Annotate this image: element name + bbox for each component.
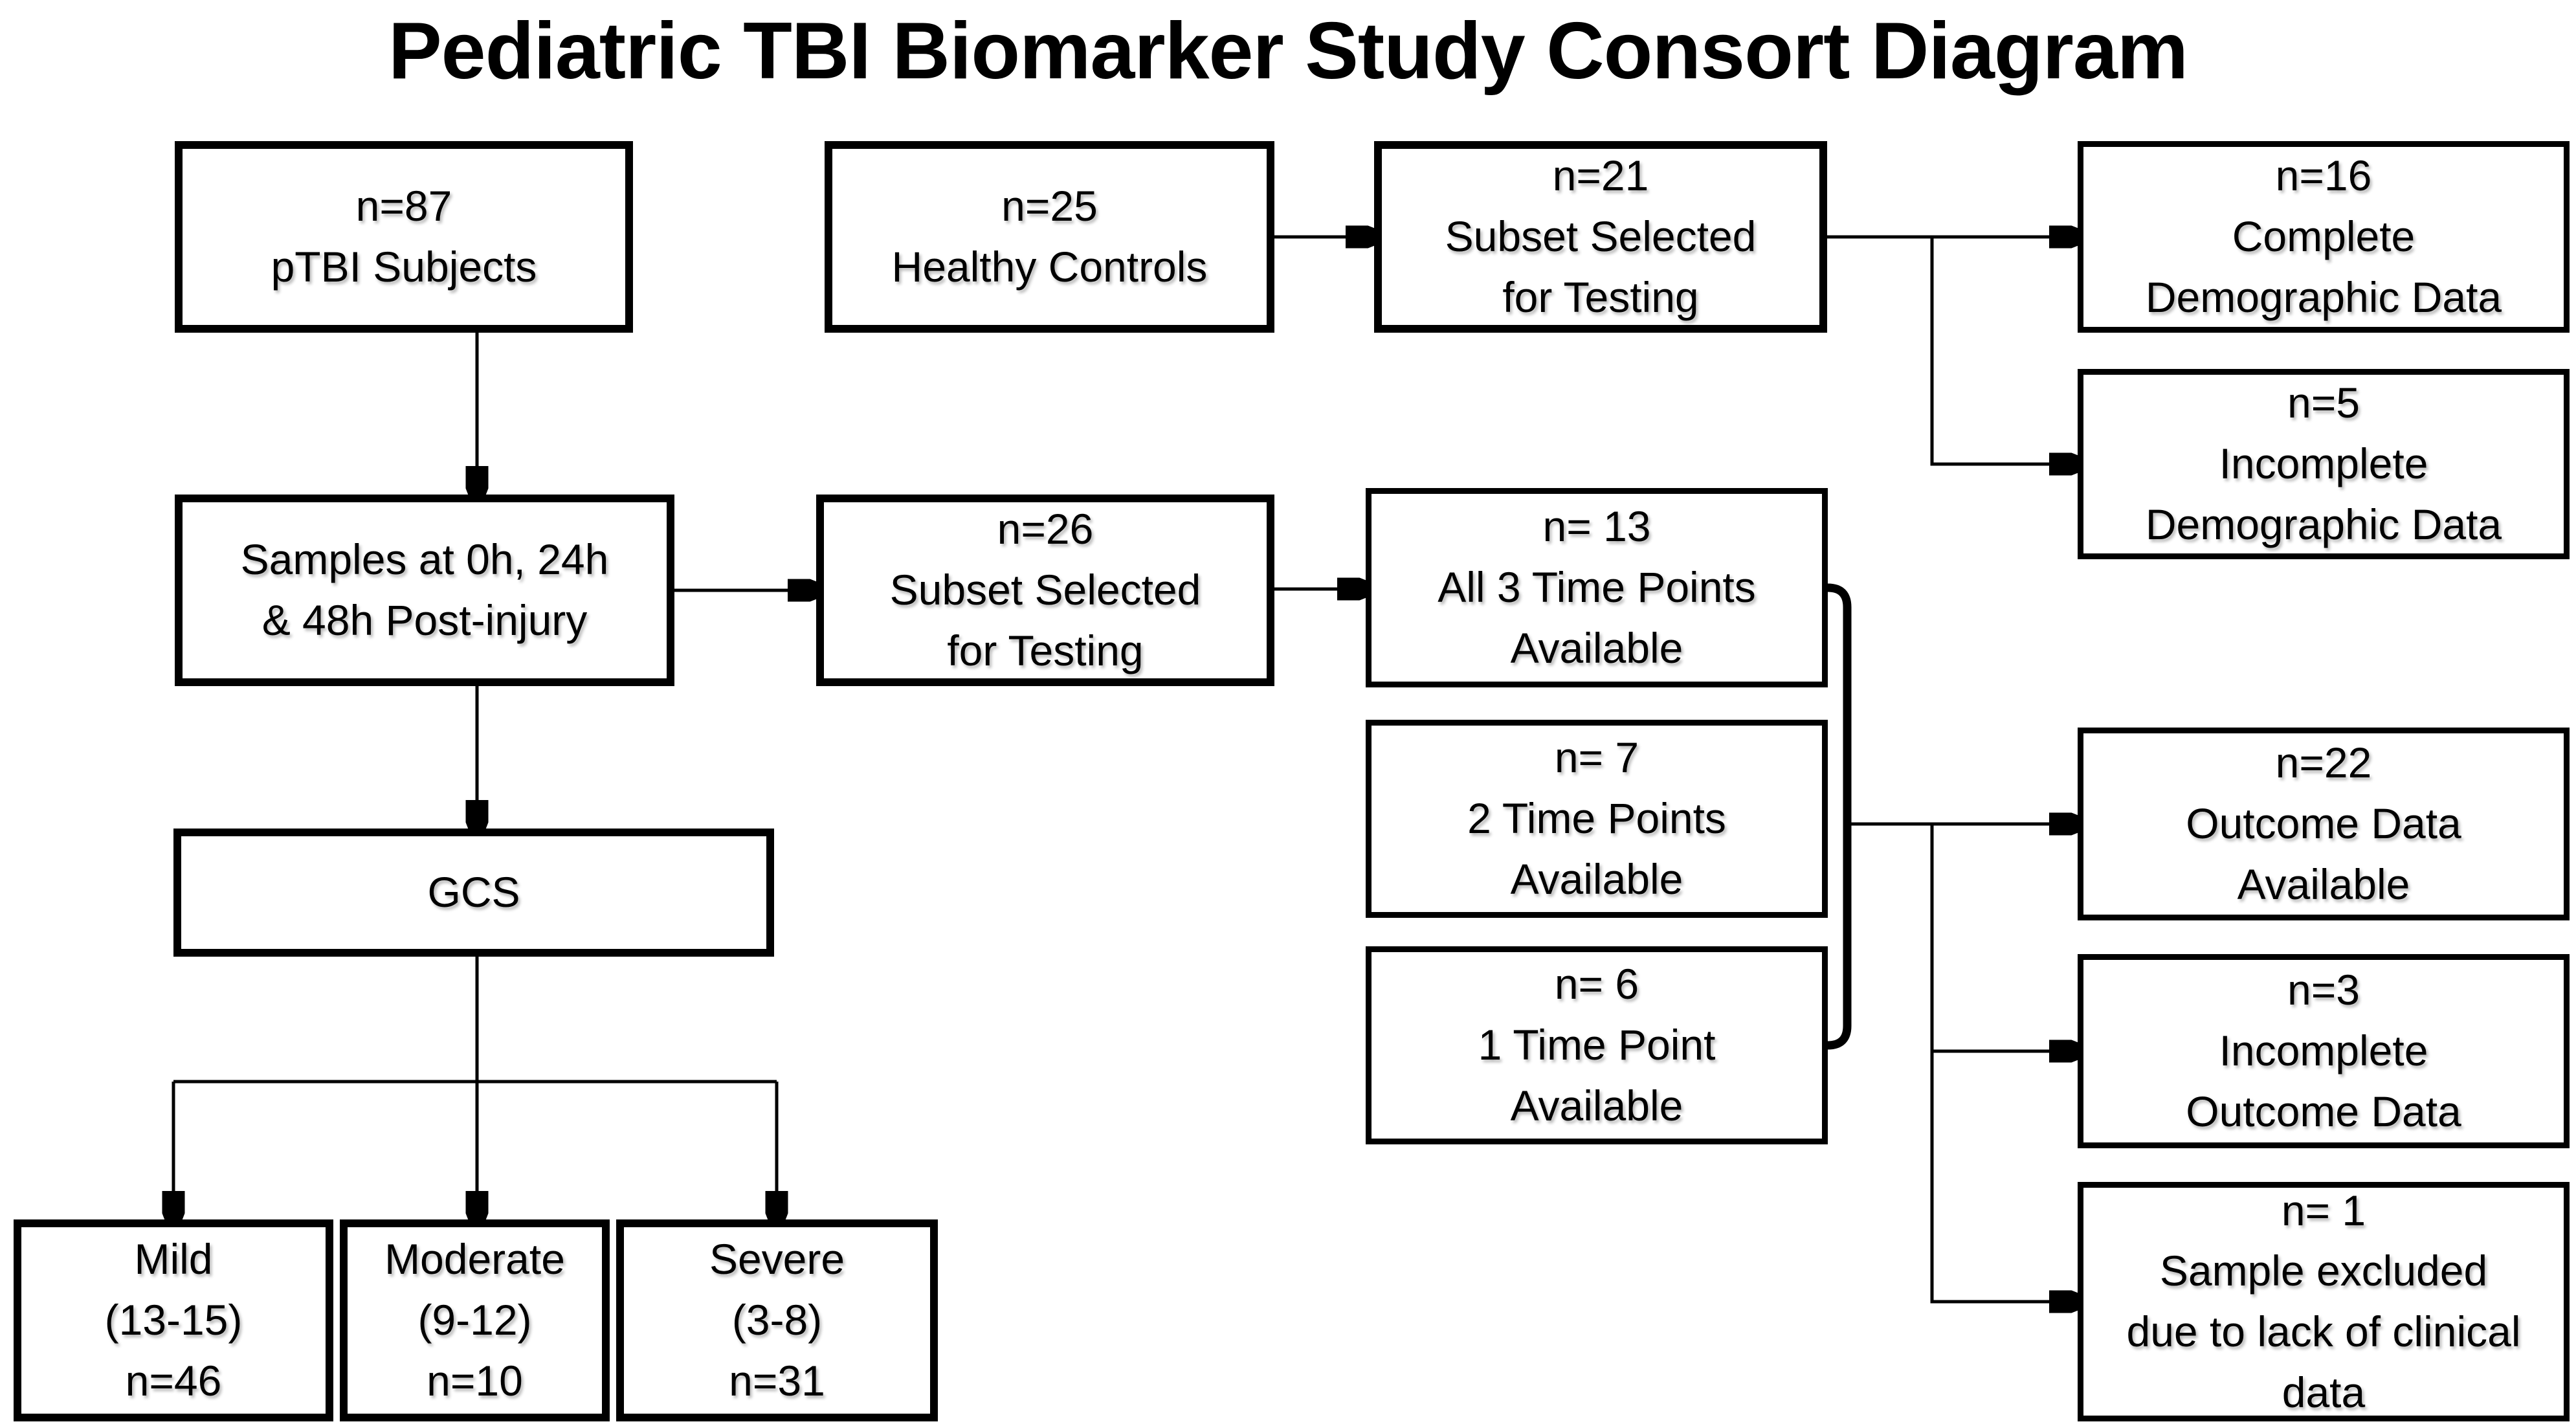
box-healthy-controls: n=25 Healthy Controls xyxy=(825,141,1274,333)
box-label: n=22 Outcome Data Available xyxy=(2186,739,2461,908)
box-subset-selected-26: n=26 Subset Selected for Testing xyxy=(816,495,1274,686)
box-2-time-points: n= 7 2 Time Points Available xyxy=(1366,720,1828,918)
box-gcs-severe: Severe (3-8) n=31 xyxy=(616,1219,938,1421)
box-complete-demographic-data: n=16 Complete Demographic Data xyxy=(2078,141,2570,333)
box-label: GCS xyxy=(427,868,520,917)
box-label: Samples at 0h, 24h & 48h Post-injury xyxy=(240,535,609,644)
box-gcs-moderate: Moderate (9-12) n=10 xyxy=(340,1219,610,1421)
box-label: Severe (3-8) n=31 xyxy=(709,1235,845,1405)
bracket-time-points xyxy=(1827,583,1852,1050)
box-label: n=25 Healthy Controls xyxy=(891,182,1208,291)
box-label: n= 1 Sample excluded due to lack of clin… xyxy=(2126,1186,2521,1416)
box-label: Mild (13-15) n=46 xyxy=(104,1235,243,1405)
box-label: n=87 pTBI Subjects xyxy=(271,182,537,291)
box-samples-post-injury: Samples at 0h, 24h & 48h Post-injury xyxy=(175,495,674,686)
box-ptbi-subjects: n=87 pTBI Subjects xyxy=(175,141,633,333)
box-incomplete-demographic-data: n=5 Incomplete Demographic Data xyxy=(2078,369,2570,559)
arrow-subset21-to-incomplete-demo xyxy=(1930,237,2078,464)
box-label: n= 7 2 Time Points Available xyxy=(1467,733,1726,903)
box-label: n=5 Incomplete Demographic Data xyxy=(2145,379,2502,548)
diagram-title: Pediatric TBI Biomarker Study Consort Di… xyxy=(388,6,2188,96)
arrow-timepoints-to-incomplete-outcome xyxy=(1930,824,2078,1051)
box-label: Moderate (9-12) n=10 xyxy=(384,1235,565,1405)
box-label: n= 6 1 Time Point Available xyxy=(1478,960,1716,1129)
box-label: n=26 Subset Selected for Testing xyxy=(889,505,1201,674)
arrow-timepoints-to-excluded xyxy=(1930,1051,2078,1302)
box-all-3-time-points: n= 13 All 3 Time Points Available xyxy=(1366,488,1828,687)
box-incomplete-outcome-data: n=3 Incomplete Outcome Data xyxy=(2078,954,2570,1148)
box-label: n=21 Subset Selected for Testing xyxy=(1445,151,1757,321)
box-outcome-data-available: n=22 Outcome Data Available xyxy=(2078,728,2570,920)
box-label: n= 13 All 3 Time Points Available xyxy=(1438,502,1756,672)
box-gcs-mild: Mild (13-15) n=46 xyxy=(14,1219,333,1421)
box-label: n=3 Incomplete Outcome Data xyxy=(2186,966,2461,1135)
box-subset-selected-21: n=21 Subset Selected for Testing xyxy=(1374,141,1827,333)
box-label: n=16 Complete Demographic Data xyxy=(2145,151,2502,321)
box-sample-excluded: n= 1 Sample excluded due to lack of clin… xyxy=(2078,1182,2570,1421)
box-gcs: GCS xyxy=(173,829,774,957)
box-1-time-point: n= 6 1 Time Point Available xyxy=(1366,946,1828,1144)
